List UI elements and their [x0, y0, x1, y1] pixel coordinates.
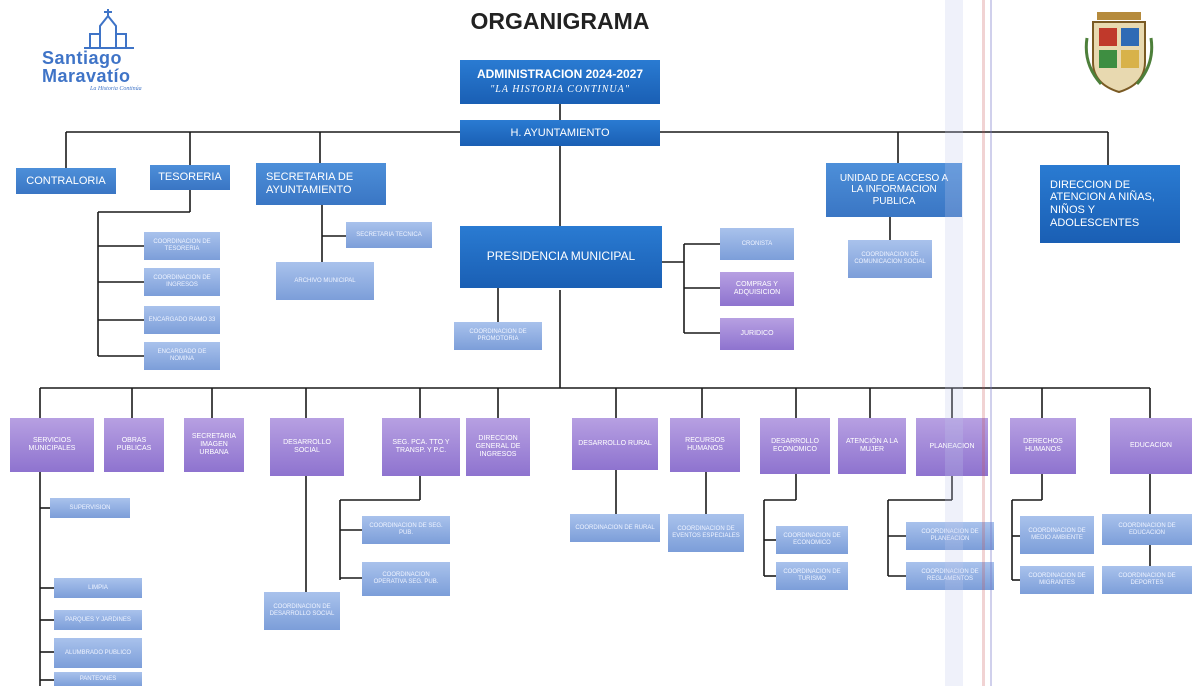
educacion-child: COORDINACION DE EDUCACION	[1102, 514, 1192, 545]
planeacion-child: COORDINACION DE REGLAMENTOS	[906, 562, 994, 590]
department-box: ATENCIÓN A LA MUJER	[838, 418, 906, 474]
department-box: DESARROLLO SOCIAL	[270, 418, 344, 476]
contraloria-box: CONTRALORIA	[16, 168, 116, 194]
department-box: DESARROLLO RURAL	[572, 418, 658, 470]
seguridad-child: COORDINACION DE SEG. PUB.	[362, 516, 450, 544]
municipality-logo: Santiago Maravatío La Historia Continúa	[38, 8, 168, 98]
seguridad-child: COORDINACION OPERATIVA SEG. PUB.	[362, 562, 450, 596]
admin-title: ADMINISTRACION 2024-2027	[476, 67, 644, 82]
economico-child: COORDINACION DE ECONOMICO	[776, 526, 848, 554]
admin-subtitle: "LA HISTORIA CONTINUA"	[490, 84, 630, 96]
servicios-child: ALUMBRADO PUBLICO	[54, 638, 142, 668]
ddhh-child: COORDINACION DE MEDIO AMBIENTE	[1020, 516, 1094, 554]
department-box: SECRETARIA IMAGEN URBANA	[184, 418, 244, 472]
unidad-acceso-child: COORDINACION DE COMUNICACION SOCIAL	[848, 240, 932, 278]
tesoreria-child: COORDINACION DE INGRESOS	[144, 268, 220, 296]
department-box: PLANEACION	[916, 418, 988, 476]
logo-tagline: La Historia Continúa	[90, 86, 142, 92]
servicios-child: PARQUES Y JARDINES	[54, 610, 142, 630]
presidencia-side-item: CRONISTA	[720, 228, 794, 260]
coat-of-arms-seal	[1083, 8, 1155, 96]
secretaria-child: ARCHIVO MUNICIPAL	[276, 262, 374, 300]
admin-header-box: ADMINISTRACION 2024-2027 "LA HISTORIA CO…	[460, 60, 660, 104]
logo-line-2: Maravatío	[42, 66, 131, 86]
shield-icon	[1084, 12, 1154, 94]
department-box: DERECHOS HUMANOS	[1010, 418, 1076, 474]
presidencia-box: PRESIDENCIA MUNICIPAL	[460, 226, 662, 288]
secretaria-child: SECRETARIA TECNICA	[346, 222, 432, 248]
department-box: RECURSOS HUMANOS	[670, 418, 740, 472]
department-box: DESARROLLO ECONOMICO	[760, 418, 830, 474]
department-box: SEG. PCA. TTO Y TRANSP. Y P.C.	[382, 418, 460, 476]
church-icon	[84, 9, 134, 49]
tesoreria-child: ENCARGADO RAMO 33	[144, 306, 220, 334]
economico-child: COORDINACION DE TURISMO	[776, 562, 848, 590]
direccion-ninos-box: DIRECCION DE ATENCION A NIÑAS, NIÑOS Y A…	[1040, 165, 1180, 243]
ayuntamiento-box: H. AYUNTAMIENTO	[460, 120, 660, 146]
logo-line-1: Santiago	[42, 48, 123, 68]
secretaria-box: SECRETARIA DE AYUNTAMIENTO	[256, 163, 386, 205]
servicios-child: PANTEONES	[54, 672, 142, 686]
department-box: DIRECCION GENERAL DE INGRESOS	[466, 418, 530, 476]
department-box: OBRAS PUBLICAS	[104, 418, 164, 472]
rh-child: COORDINACION DE EVENTOS ESPECIALES	[668, 514, 744, 552]
ddhh-child: COORDINACION DE MIGRANTES	[1020, 566, 1094, 594]
presidencia-side-item: COMPRAS Y ADQUISICION	[720, 272, 794, 306]
servicios-child: LIMPIA	[54, 578, 142, 598]
department-box: EDUCACION	[1110, 418, 1192, 474]
tesoreria-child: COORDINACION DE TESORERIA	[144, 232, 220, 260]
planeacion-child: COORDINACION DE PLANEACION	[906, 522, 994, 550]
page-title: ORGANIGRAMA	[470, 8, 650, 34]
rural-child: COORDINACION DE RURAL	[570, 514, 660, 542]
educacion-child: COORDINACION DE DEPORTES	[1102, 566, 1192, 594]
unidad-acceso-box: UNIDAD DE ACCESO A LA INFORMACION PUBLIC…	[826, 163, 962, 217]
promotoria-box: COORDINACION DE PROMOTORIA	[454, 322, 542, 350]
tesoreria-child: ENCARGADO DE NOMINA	[144, 342, 220, 370]
presidencia-side-item: JURIDICO	[720, 318, 794, 350]
servicios-child: SUPERVISION	[50, 498, 130, 518]
desarrollo-social-child: COORDINACION DE DESARROLLO SOCIAL	[264, 592, 340, 630]
tesoreria-box: TESORERIA	[150, 165, 230, 190]
department-box: SERVICIOS MUNICIPALES	[10, 418, 94, 472]
